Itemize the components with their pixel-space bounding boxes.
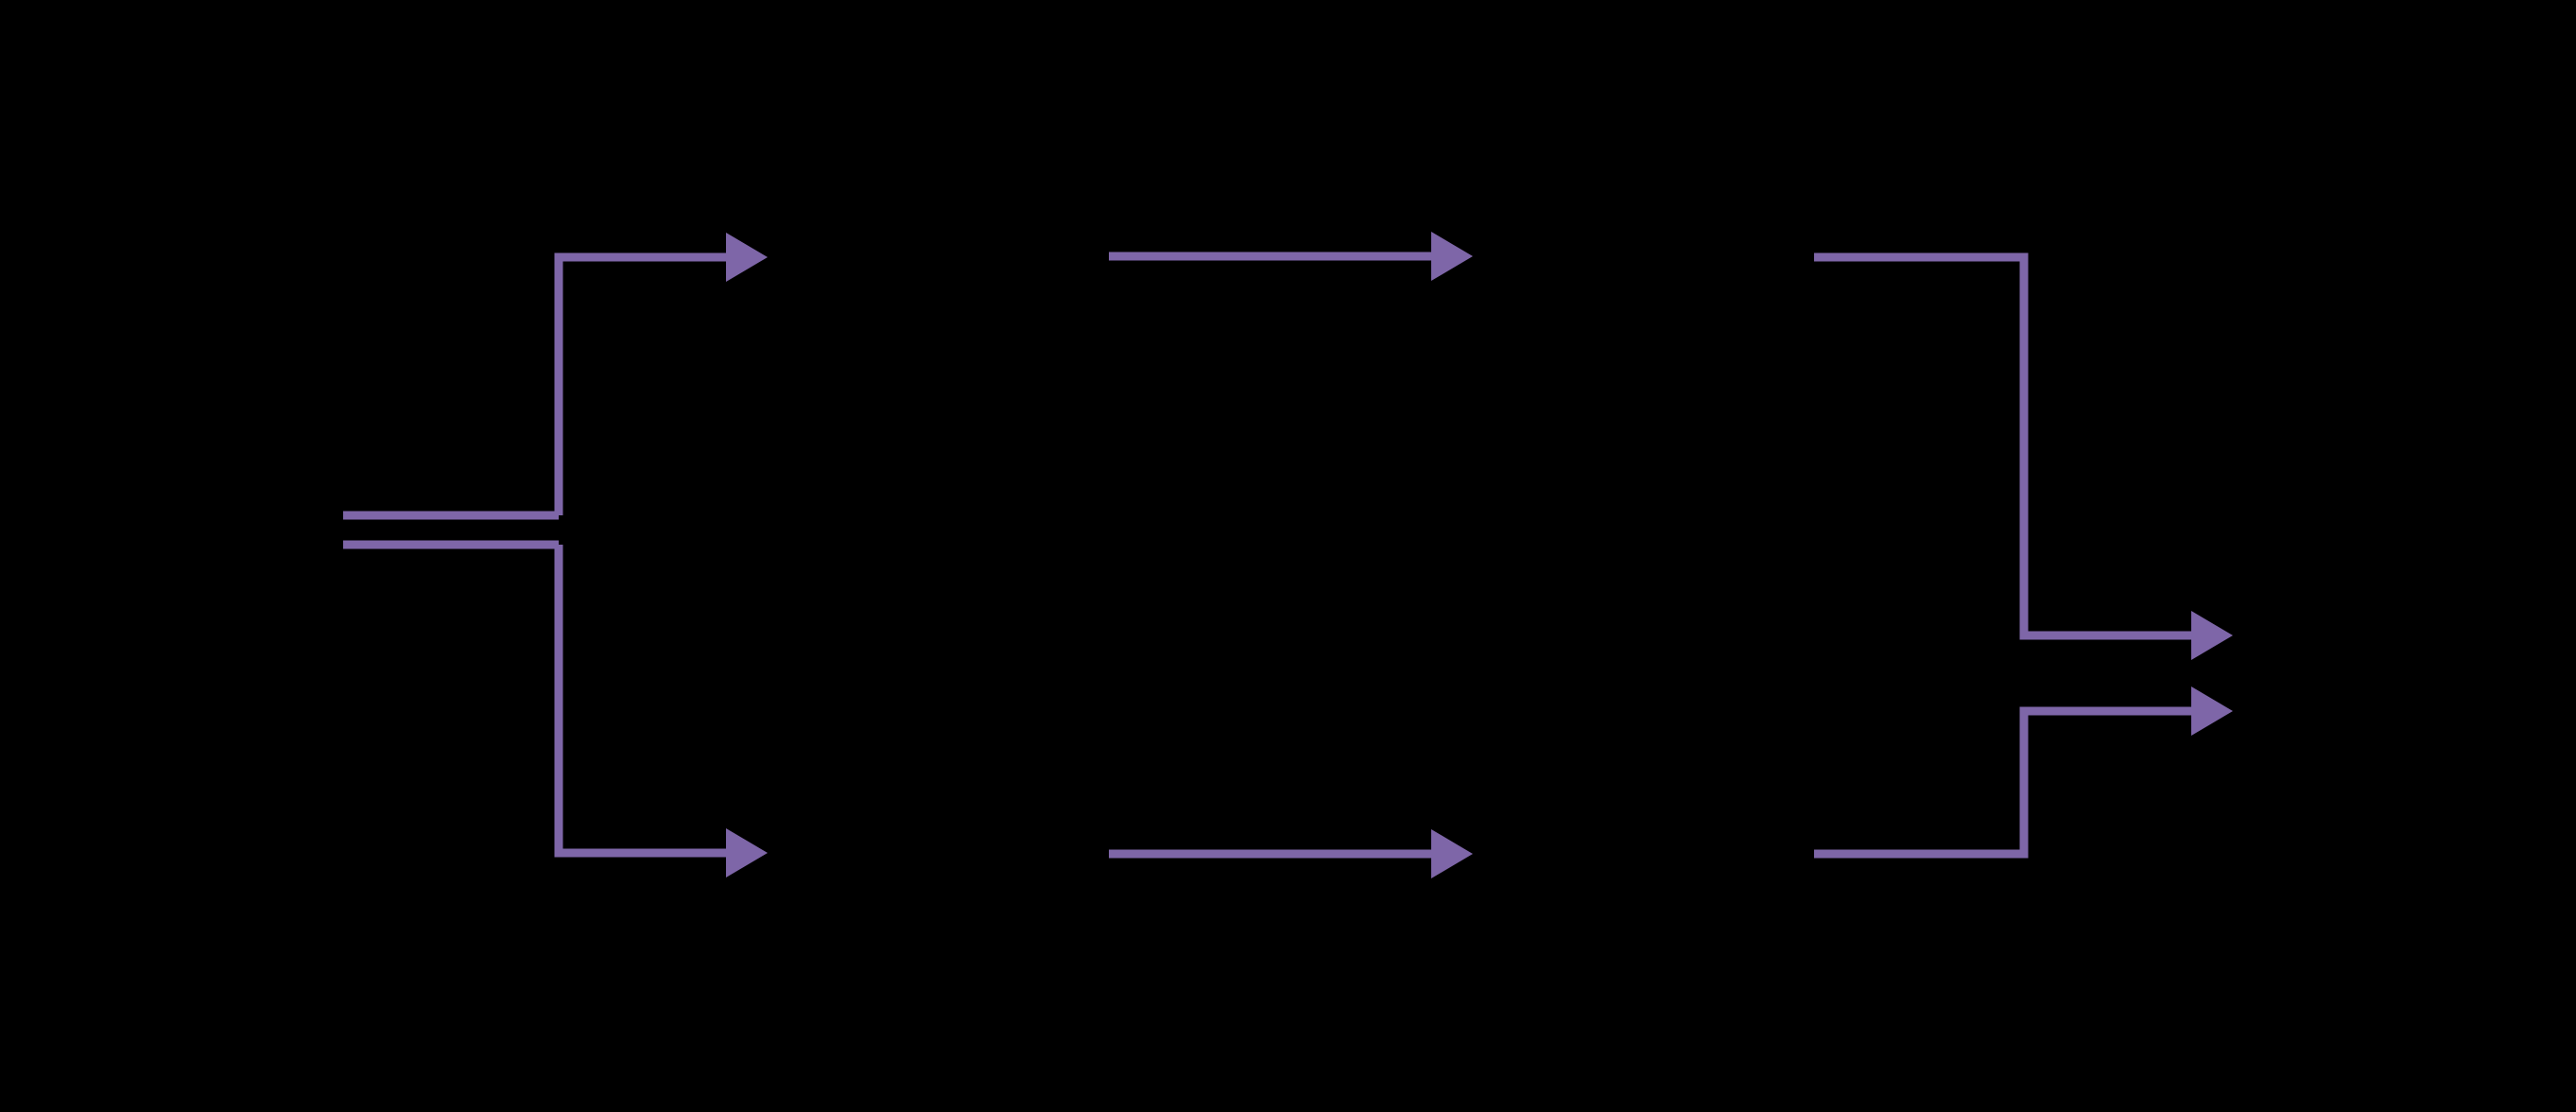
fanout-connector-upper-branch-arrowhead-icon bbox=[726, 233, 768, 282]
fanin-connector-from-upper-branch bbox=[1814, 252, 2233, 660]
stage-connector-lower-branch bbox=[1109, 829, 1473, 878]
fanin-connector-from-lower-branch bbox=[1814, 686, 2233, 859]
stage-connector-lower-branch-arrowhead-icon bbox=[1431, 829, 1473, 878]
fanout-connector-lower-branch bbox=[554, 545, 768, 877]
fanout-connector-upper-branch bbox=[554, 233, 768, 515]
fanin-connector-from-lower-branch-arrowhead-icon bbox=[2191, 686, 2233, 736]
fanout-connector-lower-branch-path bbox=[554, 545, 726, 858]
fanin-connector-from-lower-branch-path bbox=[1814, 706, 2191, 859]
stage-connector-upper-branch-arrowhead-icon bbox=[1431, 232, 1473, 281]
fanin-connector-from-upper-branch-arrowhead-icon bbox=[2191, 611, 2233, 660]
fanin-connector-from-upper-branch-path bbox=[1814, 252, 2191, 640]
connector-layer bbox=[343, 232, 2233, 878]
fanout-connector-upper-branch-path bbox=[554, 252, 726, 515]
fanout-connector-lower-branch-arrowhead-icon bbox=[726, 828, 768, 877]
stage-connector-upper-branch bbox=[1109, 232, 1473, 281]
